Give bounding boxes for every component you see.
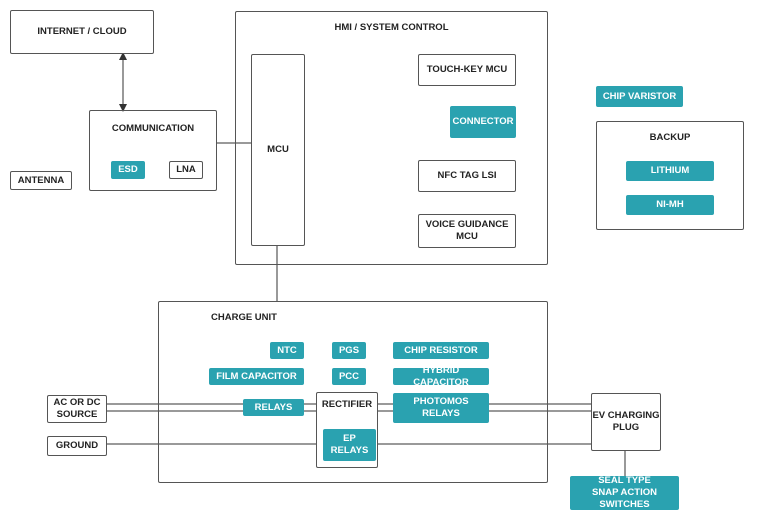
rectifier-label: RECTIFIER xyxy=(321,399,373,410)
lithium-block: LITHIUM xyxy=(626,161,714,181)
pgs-block: PGS xyxy=(332,342,366,359)
antenna-block: ANTENNA xyxy=(10,171,72,190)
nfc-tag-lsi-block: NFC TAG LSI xyxy=(418,160,516,192)
charge-unit-region: CHARGE UNIT xyxy=(158,301,548,483)
ev-charging-plug-block: EV CHARGING PLUG xyxy=(591,393,661,451)
nimh-block: Ni-MH xyxy=(626,195,714,215)
ground-block: GROUND xyxy=(47,436,107,456)
photomos-relays-block: PHOTOMOS RELAYS xyxy=(393,393,489,423)
backup-title: BACKUP xyxy=(649,132,691,143)
ac-dc-source-block: AC OR DC SOURCE xyxy=(47,395,107,423)
voice-guidance-mcu-block: VOICE GUIDANCE MCU xyxy=(418,214,516,248)
mcu-block: MCU xyxy=(251,54,305,246)
hmi-system-control-region: HMI / SYSTEM CONTROL xyxy=(235,11,548,265)
communication-region: COMMUNICATION xyxy=(89,110,217,191)
relays-block: RELAYS xyxy=(243,399,304,416)
hmi-region-title: HMI / SYSTEM CONTROL xyxy=(334,22,449,33)
seal-type-switches-block: SEAL TYPE SNAP ACTION SWITCHES xyxy=(570,475,679,510)
film-capacitor-block: FILM CAPACITOR xyxy=(209,368,304,385)
esd-block: ESD xyxy=(111,161,145,179)
lna-block: LNA xyxy=(169,161,203,179)
ntc-block: NTC xyxy=(270,342,304,359)
pcc-block: PCC xyxy=(332,368,366,385)
communication-title: COMMUNICATION xyxy=(111,123,195,134)
chip-resistor-block: CHIP RESISTOR xyxy=(393,342,489,359)
ep-relays-block: EP RELAYS xyxy=(323,429,376,461)
touch-key-mcu-block: TOUCH-KEY MCU xyxy=(418,54,516,86)
connector-block: CONNECTOR xyxy=(450,106,516,138)
charge-unit-title: CHARGE UNIT xyxy=(211,312,277,323)
internet-cloud-block: INTERNET / CLOUD xyxy=(10,10,154,54)
backup-region: BACKUP xyxy=(596,121,744,230)
hybrid-capacitor-block: HYBRID CAPACITOR xyxy=(393,365,489,388)
chip-varistor-block: CHIP VARISTOR xyxy=(596,86,683,107)
